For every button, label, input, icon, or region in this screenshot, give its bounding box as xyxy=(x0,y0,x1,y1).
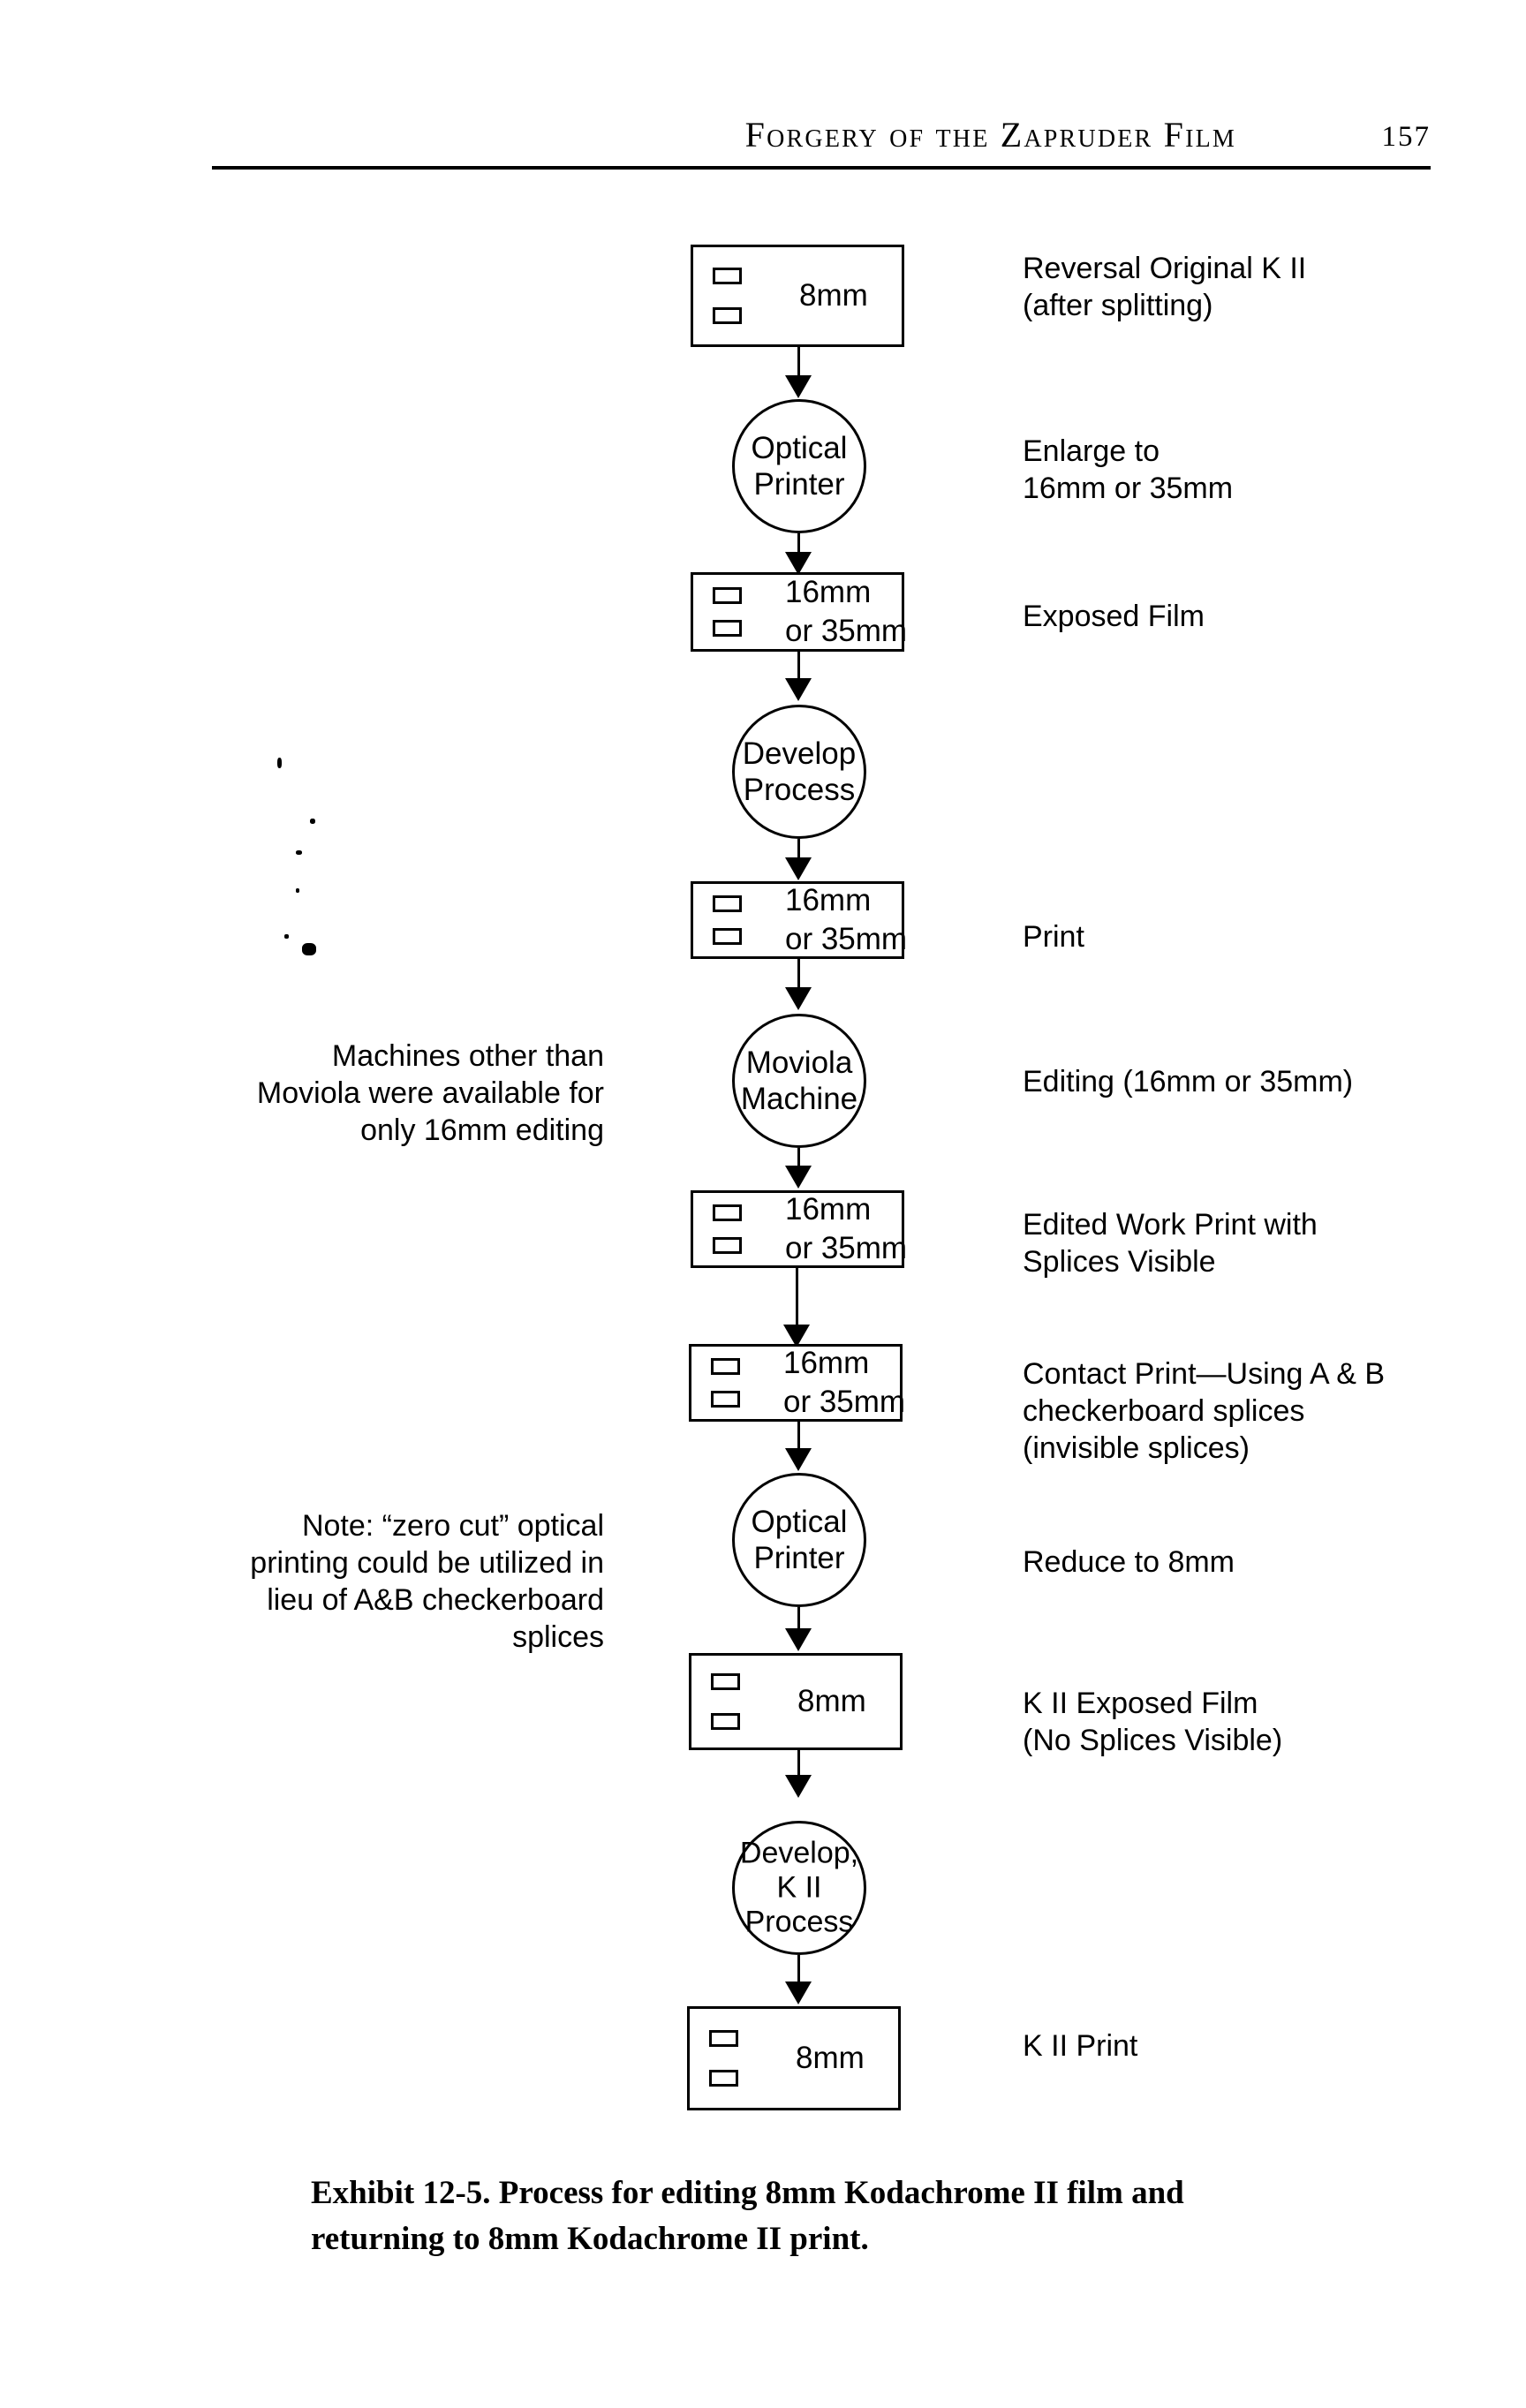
flow-right-label: Contact Print—Using A & B checkerboard s… xyxy=(1023,1357,1386,1465)
header-divider-rule xyxy=(212,166,1431,170)
flow-connector xyxy=(797,1422,800,1466)
film-frame-icon xyxy=(713,895,742,912)
scan-speck xyxy=(302,943,316,955)
flow-connector xyxy=(797,652,800,696)
flow-node-circle[interactable]: Moviola Machine xyxy=(732,1014,866,1148)
flow-node-label: 16mm or 35mm xyxy=(785,1192,908,1265)
flow-right-label: K II Print xyxy=(1023,2029,1138,2063)
flow-node-box[interactable]: 16mm or 35mm xyxy=(691,572,908,652)
flow-node-label: Develop, K II Process xyxy=(739,1836,859,1939)
scan-speck xyxy=(284,934,289,939)
arrow-head-icon xyxy=(783,1325,810,1347)
page-running-head: Forgery of the Zapruder Film 157 xyxy=(212,99,1431,170)
figure-caption: Exhibit 12-5. Process for editing 8mm Ko… xyxy=(311,2175,1184,2257)
film-marks xyxy=(713,587,742,637)
film-marks xyxy=(711,1358,740,1408)
flow-right-label: Exposed Film xyxy=(1023,600,1205,633)
scan-speck xyxy=(277,758,282,768)
flow-node-label: 16mm or 35mm xyxy=(783,1346,906,1419)
arrow-head-icon xyxy=(785,1982,812,2004)
flow-node-label: Moviola Machine xyxy=(740,1045,858,1116)
flow-connector xyxy=(796,1268,798,1344)
flow-left-annotation: Note: “zero cut” optical printing could … xyxy=(250,1509,604,1654)
arrow-head-icon xyxy=(785,552,812,575)
film-frame-icon xyxy=(713,1237,742,1254)
film-marks xyxy=(713,268,742,324)
flow-node-box[interactable]: 16mm or 35mm xyxy=(691,881,908,959)
flow-node-label: Develop Process xyxy=(742,736,857,807)
flow-node-box[interactable]: 8mm xyxy=(691,245,904,347)
page-title: Forgery of the Zapruder Film xyxy=(744,115,1236,155)
film-frame-icon xyxy=(713,268,742,284)
film-frame-icon xyxy=(713,620,742,637)
arrow-head-icon xyxy=(785,1628,812,1651)
flow-left-annotation: Machines other than Moviola were availab… xyxy=(256,1039,604,1147)
scan-speck xyxy=(296,850,302,855)
flow-node-circle[interactable]: Develop, K II Process xyxy=(732,1821,866,1955)
flow-connector xyxy=(797,347,800,391)
arrow-head-icon xyxy=(785,375,812,398)
flow-right-label: Enlarge to 16mm or 35mm xyxy=(1023,434,1234,505)
flow-node-circle[interactable]: Develop Process xyxy=(732,705,866,839)
page-number: 157 xyxy=(1381,121,1431,153)
flow-node-box[interactable]: 8mm xyxy=(689,1653,903,1750)
flow-node-label: 8mm xyxy=(797,1684,866,1718)
flow-connector xyxy=(797,1750,800,1793)
flow-right-label: Editing (16mm or 35mm) xyxy=(1023,1065,1354,1098)
film-frame-icon xyxy=(711,1713,740,1730)
arrow-head-icon xyxy=(785,678,812,701)
flow-right-label: Reversal Original K II (after splitting) xyxy=(1023,252,1307,322)
film-frame-icon xyxy=(711,1673,740,1690)
scan-speck xyxy=(296,888,299,893)
flow-connector xyxy=(797,1955,800,1999)
film-frame-icon xyxy=(713,587,742,604)
film-marks xyxy=(709,2030,738,2087)
flow-right-label: Reduce to 8mm xyxy=(1023,1545,1235,1579)
flow-node-circle[interactable]: Optical Printer xyxy=(732,1473,866,1607)
arrow-head-icon xyxy=(785,857,812,880)
film-marks xyxy=(713,1204,742,1254)
flow-node-box[interactable]: 16mm or 35mm xyxy=(691,1190,908,1268)
flow-node-circle[interactable]: Optical Printer xyxy=(732,399,866,533)
arrow-head-icon xyxy=(785,1166,812,1189)
flow-node-label: Optical Printer xyxy=(751,431,848,502)
flow-connector xyxy=(797,1607,800,1646)
flow-node-label: 8mm xyxy=(799,278,868,313)
flow-right-label: Edited Work Print with Splices Visible xyxy=(1023,1208,1318,1279)
flow-connector xyxy=(797,533,800,569)
arrow-head-icon xyxy=(785,1448,812,1471)
flow-node-box[interactable]: 8mm xyxy=(687,2006,901,2110)
film-frame-icon xyxy=(709,2030,738,2047)
flow-node-label: 16mm or 35mm xyxy=(785,883,908,956)
film-frame-icon xyxy=(713,1204,742,1221)
film-frame-icon xyxy=(713,928,742,945)
scan-speck xyxy=(310,819,315,824)
film-marks xyxy=(711,1673,740,1730)
flow-node-label: 8mm xyxy=(796,2041,865,2075)
arrow-head-icon xyxy=(785,987,812,1010)
flow-connector xyxy=(797,839,800,874)
flow-node-box[interactable]: 16mm or 35mm xyxy=(689,1344,906,1422)
arrow-head-icon xyxy=(785,1775,812,1798)
flow-right-label: K II Exposed Film (No Splices Visible) xyxy=(1023,1687,1283,1757)
flow-right-label: Print xyxy=(1023,920,1084,954)
flow-node-label: Optical Printer xyxy=(751,1505,848,1575)
film-frame-icon xyxy=(711,1391,740,1408)
flow-node-label: 16mm or 35mm xyxy=(785,575,908,648)
flow-connector xyxy=(797,959,800,1007)
film-frame-icon xyxy=(711,1358,740,1375)
film-marks xyxy=(713,895,742,945)
film-frame-icon xyxy=(713,307,742,324)
film-frame-icon xyxy=(709,2070,738,2087)
